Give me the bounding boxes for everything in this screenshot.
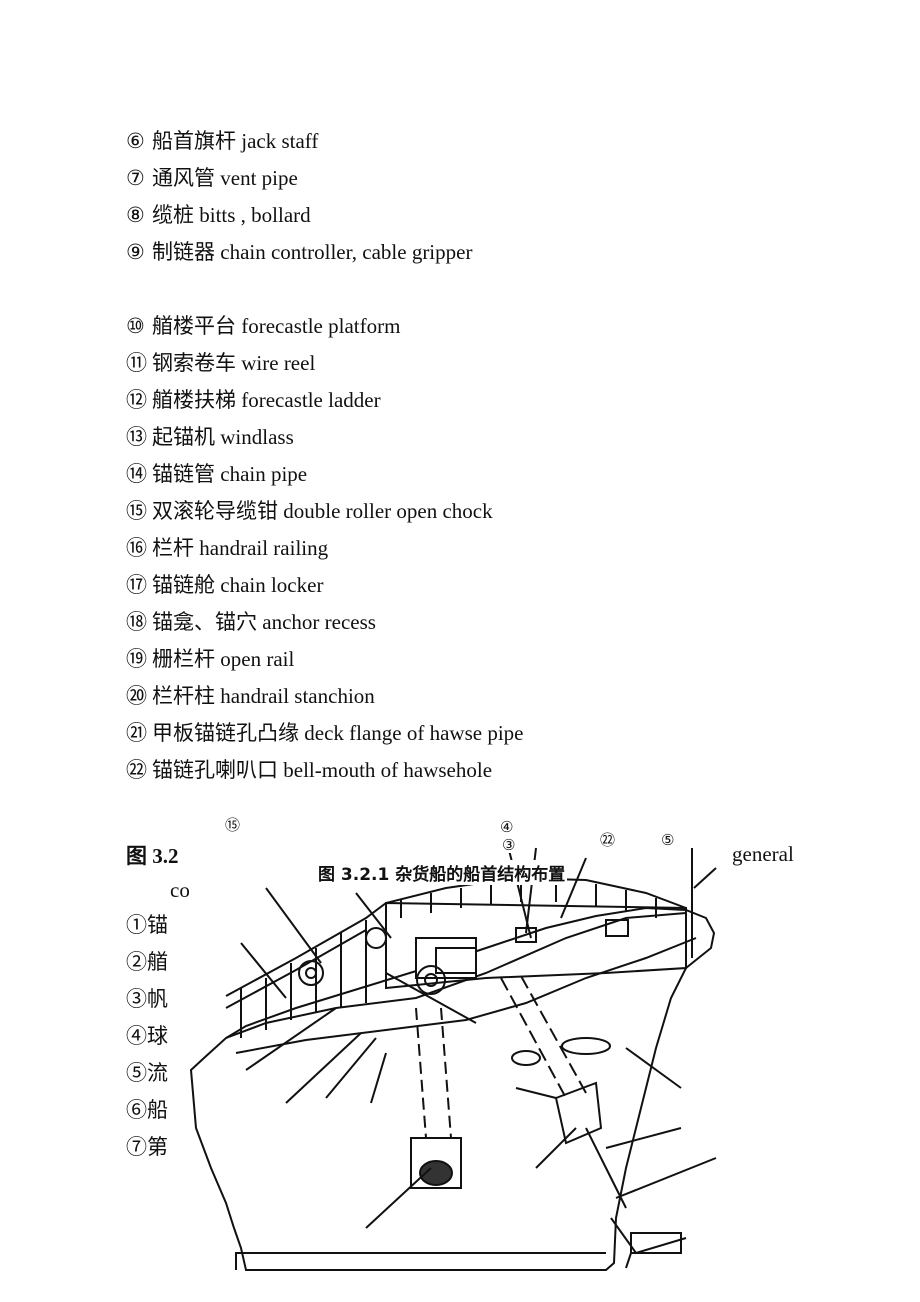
entry-english-term: forecastle platform (241, 314, 401, 338)
entry-number: ⑬ (126, 425, 147, 449)
entry-english-term: forecastle ladder (241, 388, 381, 412)
entry-english-term: chain pipe (220, 462, 308, 486)
entry-chinese-term: 起锚机 (152, 425, 215, 449)
partial-list-item: ⑦第 (126, 1135, 168, 1159)
entry-chinese-term: 栏杆柱 (152, 684, 215, 708)
partial-list-item: ④球 (126, 1024, 168, 1048)
entry-number: ⑪ (126, 351, 147, 375)
partial-list-item: ⑥船 (126, 1098, 168, 1122)
ship-bow-figure (186, 808, 726, 1278)
callout-3: ③ (502, 836, 516, 854)
entry-number: ⑭ (126, 462, 147, 486)
entry-chinese-term: 锚链舱 (152, 573, 215, 597)
glossary-entry: ⑧ 缆桩 bitts , bollard (126, 202, 311, 228)
callout-5: ⑤ (661, 831, 675, 849)
entry-chinese-term: 甲板锚链孔凸缘 (152, 721, 299, 745)
glossary-entry: ⑦ 通风管 vent pipe (126, 165, 298, 191)
entry-chinese-term: 锚链管 (152, 462, 215, 486)
entry-chinese-term: 栏杆 (152, 536, 194, 560)
entry-chinese-term: 艏楼平台 (152, 314, 236, 338)
entry-number: ⑩ (126, 314, 145, 338)
partial-list-item: ⑤流 (126, 1061, 168, 1085)
entry-english-term: handrail stanchion (220, 684, 375, 708)
entry-number: ⑱ (126, 610, 147, 634)
entry-number: ⑫ (126, 388, 147, 412)
entry-english-term: windlass (220, 425, 294, 449)
entry-chinese-term: 栅栏杆 (152, 647, 215, 671)
entry-number: ⑧ (126, 203, 145, 227)
entry-number: ⑯ (126, 536, 147, 560)
entry-number: ⑰ (126, 573, 147, 597)
entry-chinese-term: 通风管 (152, 166, 215, 190)
entry-chinese-term: 缆桩 (152, 203, 194, 227)
entry-english-term: chain locker (220, 573, 324, 597)
entry-number: ㉒ (126, 758, 147, 782)
entry-number: ⑲ (126, 647, 147, 671)
glossary-entry: ⑩ 艏楼平台 forecastle platform (126, 313, 400, 339)
glossary-entry: ⑨ 制链器 chain controller, cable gripper (126, 239, 472, 265)
entry-chinese-term: 船首旗杆 (152, 129, 236, 153)
entry-chinese-term: 双滚轮导缆钳 (152, 499, 278, 523)
entry-english-term: jack staff (241, 129, 319, 153)
glossary-entry: ⑥ 船首旗杆 jack staff (126, 128, 318, 154)
entry-english-term: vent pipe (220, 166, 298, 190)
callout-22: ㉒ (600, 831, 616, 849)
entry-english-term: wire reel (241, 351, 316, 375)
entry-english-term: anchor recess (262, 610, 376, 634)
entry-english-term: double roller open chock (283, 499, 493, 523)
entry-english-term: handrail railing (199, 536, 329, 560)
entry-number: ⑨ (126, 240, 145, 264)
entry-english-term: bitts , bollard (199, 203, 311, 227)
entry-english-term: bell-mouth of hawsehole (283, 758, 493, 782)
entry-english-term: deck flange of hawse pipe (304, 721, 524, 745)
partial-list-item: ①锚 (126, 913, 168, 937)
partial-list-item: ③帆 (126, 987, 168, 1011)
entry-chinese-term: 艏楼扶梯 (152, 388, 236, 412)
entry-english-term: open rail (220, 647, 295, 671)
entry-chinese-term: 制链器 (152, 240, 215, 264)
entry-number: ⑳ (126, 684, 147, 708)
entry-number: ⑥ (126, 129, 145, 153)
callout-15: ⑮ (225, 816, 241, 834)
entry-number: ㉑ (126, 721, 147, 745)
caption-continuation: co (170, 878, 190, 902)
figure-title: 图 3.2.1 杂货船的船首结构布置 (316, 860, 568, 885)
entry-number: ⑮ (126, 499, 147, 523)
caption-general-word: general (732, 842, 794, 866)
entry-english-term: chain controller, cable gripper (220, 240, 473, 264)
ship-bow-drawing (189, 837, 717, 1271)
figure-caption-prefix: 图 3.2 (126, 844, 179, 868)
entry-chinese-term: 锚龛、锚穴 (152, 610, 257, 634)
entry-chinese-term: 钢索卷车 (152, 351, 236, 375)
callout-4: ④ (500, 818, 514, 836)
entry-chinese-term: 锚链孔喇叭口 (152, 758, 278, 782)
partial-list-item: ②艏 (126, 950, 168, 974)
entry-number: ⑦ (126, 166, 145, 190)
